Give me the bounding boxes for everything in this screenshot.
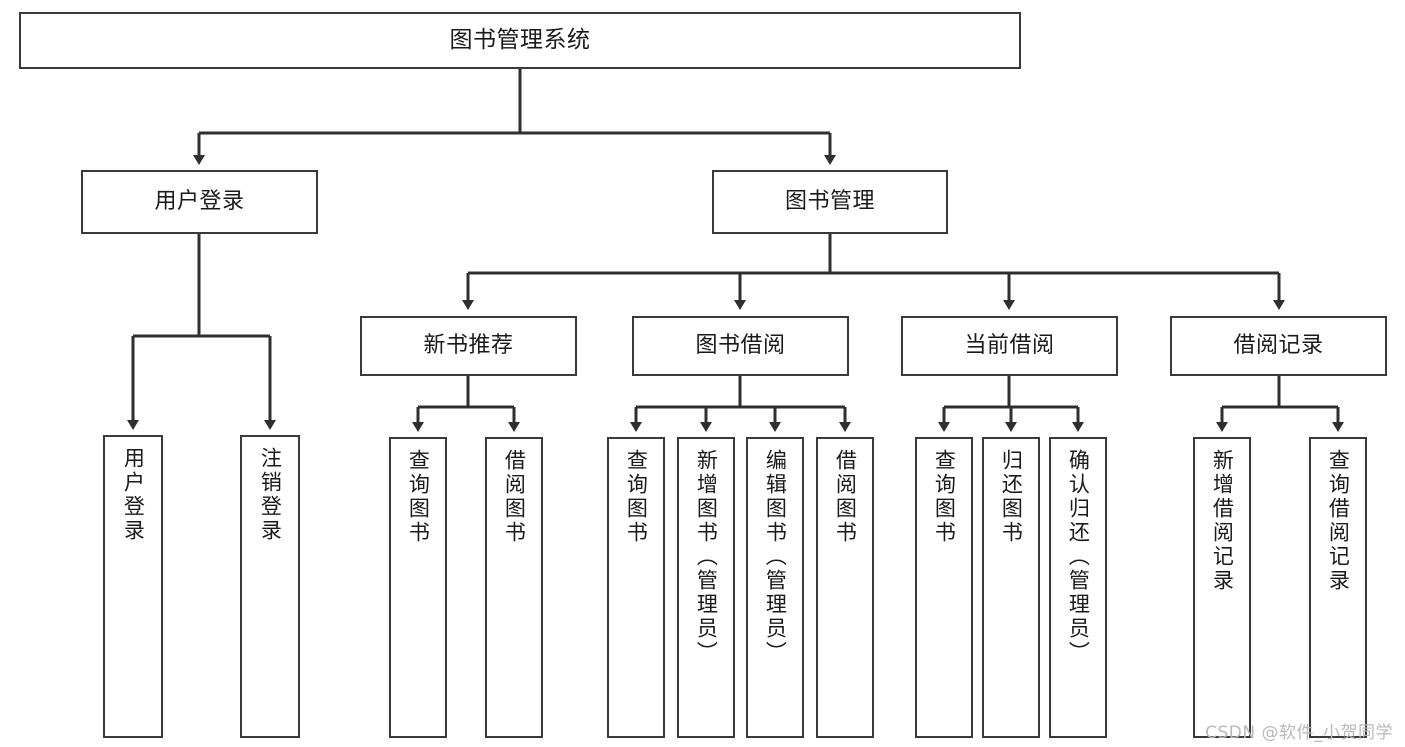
node-leaf-user-login[interactable]: 用户登录 [103, 435, 163, 738]
node-leaf-logout-label: 注销登录 [258, 447, 283, 543]
node-leaf-add-book[interactable]: 新增图书（管理员） [677, 437, 735, 738]
node-leaf-borrow-book-b-label: 借阅图书 [833, 449, 858, 545]
node-leaf-borrow-book-a[interactable]: 借阅图书 [485, 437, 543, 738]
node-user-login-label: 用户登录 [154, 189, 245, 215]
node-current-borrow[interactable]: 当前借阅 [901, 316, 1118, 376]
node-leaf-return-book-label: 归还图书 [999, 449, 1024, 545]
node-leaf-edit-book-label: 编辑图书（管理员） [763, 449, 788, 665]
node-leaf-borrow-book-b[interactable]: 借阅图书 [816, 437, 874, 738]
node-leaf-query-book-a[interactable]: 查询图书 [389, 437, 447, 738]
node-leaf-borrow-book-a-label: 借阅图书 [502, 449, 527, 545]
node-leaf-confirm-return-label: 确认归还（管理员） [1066, 449, 1091, 665]
node-leaf-confirm-return[interactable]: 确认归还（管理员） [1049, 437, 1107, 738]
node-user-login[interactable]: 用户登录 [81, 170, 318, 234]
node-book-borrow[interactable]: 图书借阅 [632, 316, 849, 376]
node-leaf-user-login-label: 用户登录 [121, 447, 146, 543]
node-borrow-record[interactable]: 借阅记录 [1170, 316, 1387, 376]
node-leaf-return-book[interactable]: 归还图书 [982, 437, 1040, 738]
node-leaf-query-book-c[interactable]: 查询图书 [915, 437, 973, 738]
node-root[interactable]: 图书管理系统 [19, 12, 1021, 69]
node-leaf-query-book-b[interactable]: 查询图书 [607, 437, 665, 738]
node-leaf-add-record[interactable]: 新增借阅记录 [1193, 437, 1251, 738]
node-root-label: 图书管理系统 [449, 26, 591, 53]
node-current-borrow-label: 当前借阅 [964, 333, 1055, 359]
node-leaf-add-record-label: 新增借阅记录 [1210, 449, 1235, 593]
node-leaf-query-record[interactable]: 查询借阅记录 [1309, 437, 1367, 738]
node-new-book-rec[interactable]: 新书推荐 [360, 316, 577, 376]
node-book-manage[interactable]: 图书管理 [712, 170, 948, 234]
node-leaf-add-book-label: 新增图书（管理员） [694, 449, 719, 665]
node-book-manage-label: 图书管理 [784, 189, 875, 215]
node-book-borrow-label: 图书借阅 [695, 333, 786, 359]
node-leaf-query-book-b-label: 查询图书 [624, 449, 649, 545]
node-borrow-record-label: 借阅记录 [1233, 333, 1324, 359]
watermark: CSDN @软件_小贺同学 [1205, 723, 1393, 743]
node-leaf-query-book-c-label: 查询图书 [932, 449, 957, 545]
node-leaf-logout[interactable]: 注销登录 [240, 435, 300, 738]
node-new-book-rec-label: 新书推荐 [423, 333, 514, 359]
node-leaf-query-record-label: 查询借阅记录 [1326, 449, 1351, 593]
node-leaf-query-book-a-label: 查询图书 [406, 449, 431, 545]
node-leaf-edit-book[interactable]: 编辑图书（管理员） [746, 437, 804, 738]
